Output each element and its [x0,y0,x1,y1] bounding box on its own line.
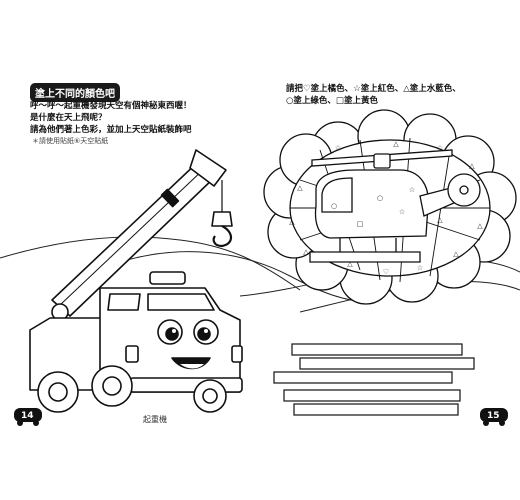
svg-text:☆: ☆ [437,144,443,152]
helicopter-mosaic [263,109,517,305]
hill-line-left [0,236,301,291]
cab-window-right [147,293,215,311]
svg-text:△: △ [477,222,483,230]
helicopter-window [321,177,353,213]
story-line-1: 呼～呼～起重機發現天空有個神秘東西喔！ [30,101,192,111]
svg-text:○: ○ [377,194,383,202]
svg-text:△: △ [347,260,353,268]
svg-text:△: △ [303,248,309,256]
stacked-planks [273,343,475,416]
color-instruction-line-1: 請把♡塗上橘色、☆塗上紅色、△塗上水藍色、 [286,84,461,94]
mosaic-symbols: ☆ △ ☆ △ △ △ △ △ ♡ ☆ △ △ △ ☆ ○ □ ○ ☆ [289,140,483,276]
svg-text:☆: ☆ [409,186,415,194]
boom-tip [189,149,227,187]
cab-window-left [107,293,141,311]
svg-text:○: ○ [331,202,337,210]
svg-text:♡: ♡ [383,268,389,276]
left-page-title: 塗上不同的顏色吧 [30,83,120,102]
svg-text:☆: ☆ [335,144,341,152]
svg-text:△: △ [393,140,399,148]
svg-text:☆: ☆ [417,264,423,272]
page-badge-left [14,408,42,426]
crane-truck [29,149,243,413]
story-line-3: 請為他們著上色彩，並加上天空貼紙裝飾吧 [30,125,192,135]
svg-text:□: □ [357,220,364,228]
wheel-front-right [193,379,227,413]
color-instruction-line-2: ○塗上綠色、□塗上黃色 [286,96,378,106]
svg-text:△: △ [453,250,459,258]
wheel-front [91,365,133,407]
svg-text:☆: ☆ [399,208,405,216]
svg-text:△: △ [469,162,475,170]
helicopter-skids [309,251,421,263]
left-page-caption: 起重機 [143,415,167,424]
roof-light [149,271,186,285]
crane-hook [211,211,233,227]
sticker-note: ＊請使用貼紙⑥天空貼紙 [32,137,109,145]
page-number-left: 14 [21,411,34,421]
story-line-2: 是什麼在天上飛呢？ [30,113,107,123]
page-badge-right [480,408,508,426]
hill-line-middle [119,251,373,303]
svg-text:△: △ [437,216,443,224]
svg-text:△: △ [289,218,295,226]
svg-text:△: △ [297,184,303,192]
page-number-right: 15 [487,411,500,421]
wheel-rear [37,371,79,413]
